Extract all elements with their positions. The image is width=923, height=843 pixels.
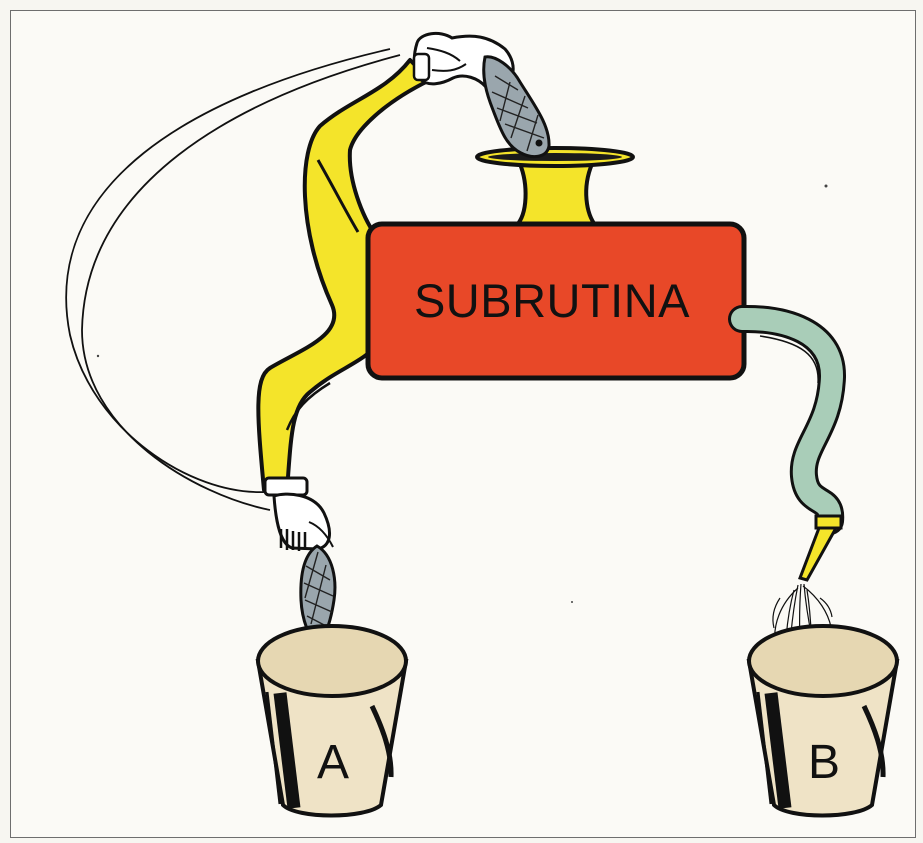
bucket-a-label: A (317, 736, 349, 789)
bucket-a: A (255, 624, 409, 818)
bucket-b-label: B (808, 736, 840, 789)
robot-arm (256, 58, 432, 492)
lower-hand (263, 476, 334, 551)
fish-upper (482, 55, 551, 159)
subroutine-box: SUBRUTINA (365, 221, 747, 381)
nozzle (798, 514, 843, 582)
subroutine-label: SUBRUTINA (414, 274, 690, 327)
bucket-b: B (746, 624, 900, 818)
motion-lines (65, 48, 401, 511)
funnel (475, 146, 635, 228)
paper-specks (96, 184, 828, 603)
hose (728, 304, 846, 535)
